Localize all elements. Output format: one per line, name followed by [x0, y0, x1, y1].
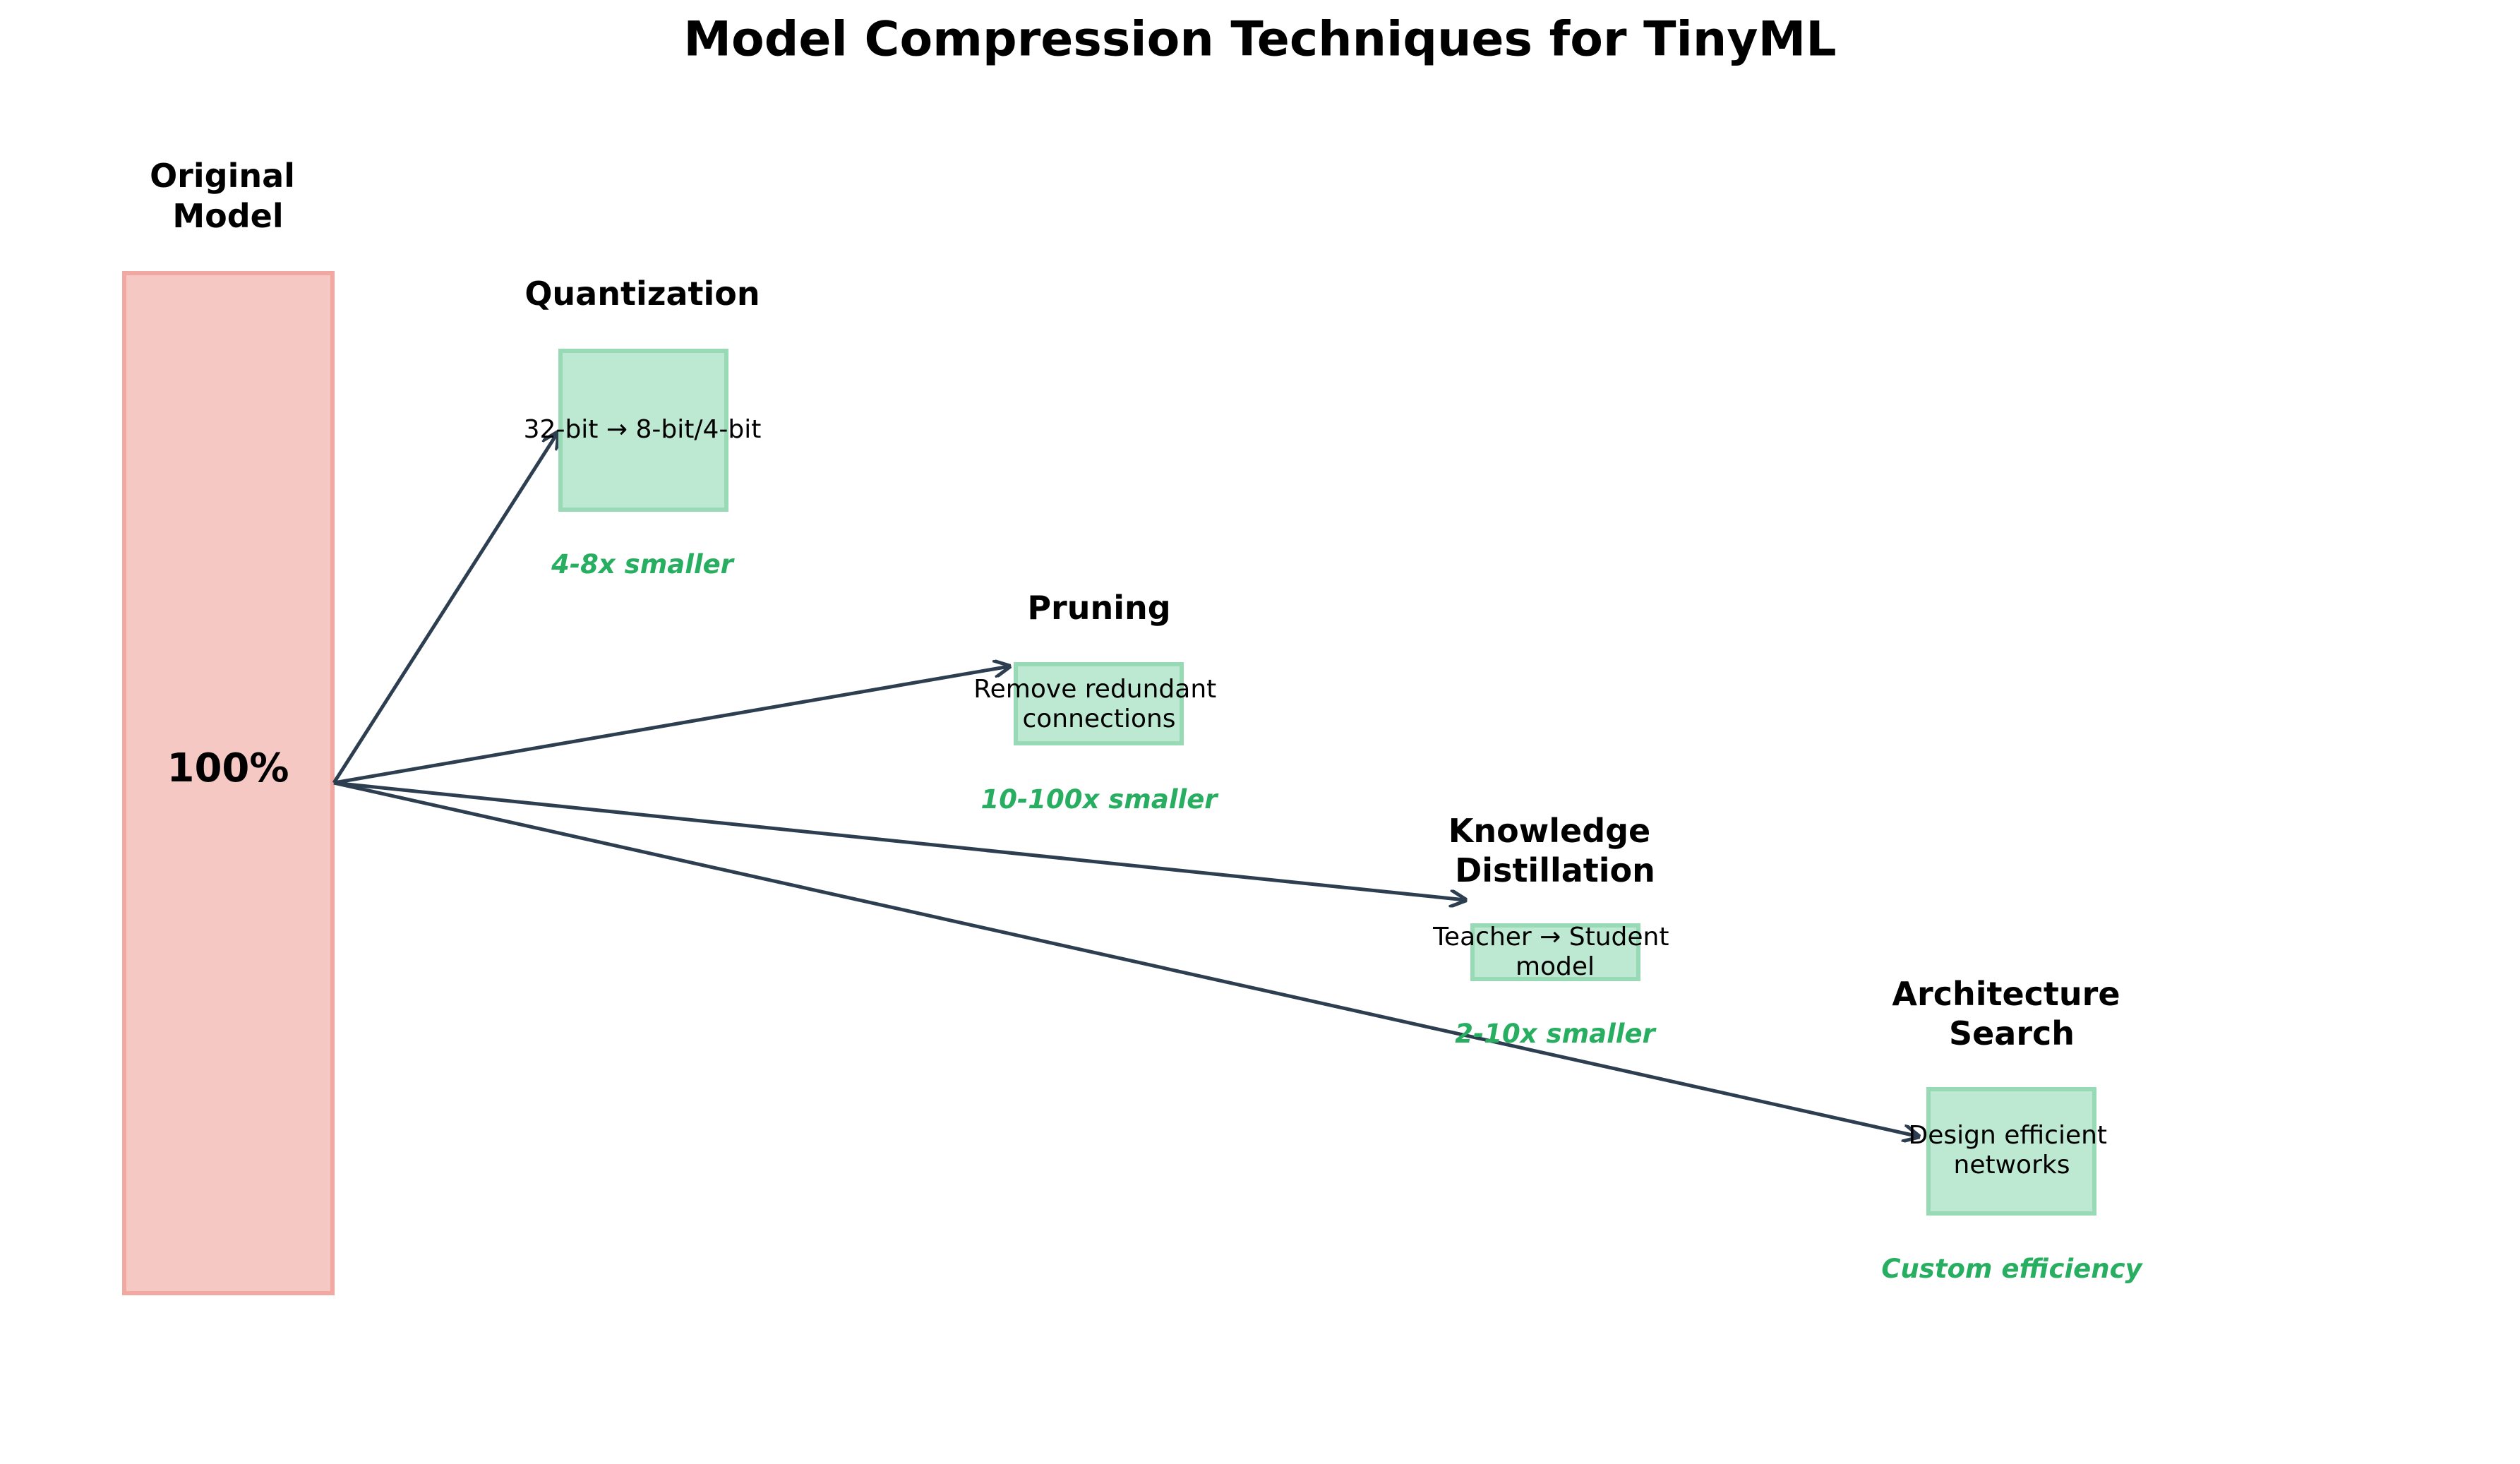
- original-model-label-line-1: Original: [150, 157, 295, 195]
- technique-name: Knowledge Distillation: [1448, 812, 1662, 889]
- technique-description: 32-bit → 8-bit/4-bit: [524, 415, 762, 444]
- technique-box: [558, 349, 728, 512]
- technique-name: Pruning: [1027, 589, 1170, 627]
- original-model-group: Original Model 100%: [122, 157, 335, 1295]
- arrow-to-pruning: [333, 666, 1009, 785]
- technique-description-line: Remove redundant: [973, 675, 1216, 704]
- technique-pruning: Pruning Remove redundant connections 10-…: [973, 589, 1224, 815]
- technique-box: [1926, 1087, 2096, 1216]
- technique-name-line: Knowledge: [1448, 812, 1651, 850]
- diagram-title: Model Compression Techniques for TinyML: [683, 12, 1836, 68]
- technique-description: Design efficient networks: [1908, 1121, 2115, 1180]
- technique-name-line: Quantization: [524, 275, 760, 313]
- technique-quantization: Quantization 32-bit → 8-bit/4-bit 4-8x s…: [524, 275, 762, 580]
- technique-box: [1470, 923, 1640, 981]
- technique-description-line: networks: [1954, 1151, 2070, 1180]
- technique-description-line: 32-bit → 8-bit/4-bit: [524, 415, 762, 444]
- original-model-label-line-2: Model: [172, 197, 283, 235]
- technique-result: Custom efficiency: [1881, 1254, 2143, 1284]
- technique-name: Quantization: [524, 275, 760, 313]
- arrow-to-quantization: [332, 433, 558, 784]
- technique-name: Architecture Search: [1892, 975, 2131, 1052]
- technique-result: 2-10x smaller: [1455, 1019, 1657, 1049]
- original-model-label: Original Model: [150, 157, 306, 235]
- original-model-bar: [122, 271, 335, 1295]
- original-model-percent: 100%: [167, 745, 289, 791]
- technique-description-line: Design efficient: [1908, 1121, 2107, 1150]
- technique-knowledge-distillation: Knowledge Distillation Teacher → Student…: [1432, 812, 1677, 1049]
- arrow-to-architecture-search: [333, 781, 1919, 1136]
- technique-description: Remove redundant connections: [973, 675, 1224, 733]
- technique-description: Teacher → Student model: [1432, 923, 1677, 981]
- technique-name-line: Architecture: [1892, 975, 2120, 1013]
- technique-description-line: connections: [1022, 704, 1175, 733]
- technique-name-line: Search: [1949, 1014, 2075, 1052]
- technique-name-line: Pruning: [1027, 589, 1170, 627]
- technique-name-line: Distillation: [1455, 851, 1655, 889]
- technique-result: 10-100x smaller: [980, 784, 1219, 815]
- technique-result: 4-8x smaller: [551, 549, 736, 580]
- technique-box: [1014, 662, 1184, 745]
- arrow-group: [332, 433, 1919, 1136]
- technique-description-line: Teacher → Student: [1432, 923, 1669, 952]
- technique-architecture-search: Architecture Search Design efficient net…: [1881, 975, 2143, 1284]
- technique-description-line: model: [1516, 952, 1595, 981]
- arrow-to-knowledge-distillation: [333, 781, 1465, 900]
